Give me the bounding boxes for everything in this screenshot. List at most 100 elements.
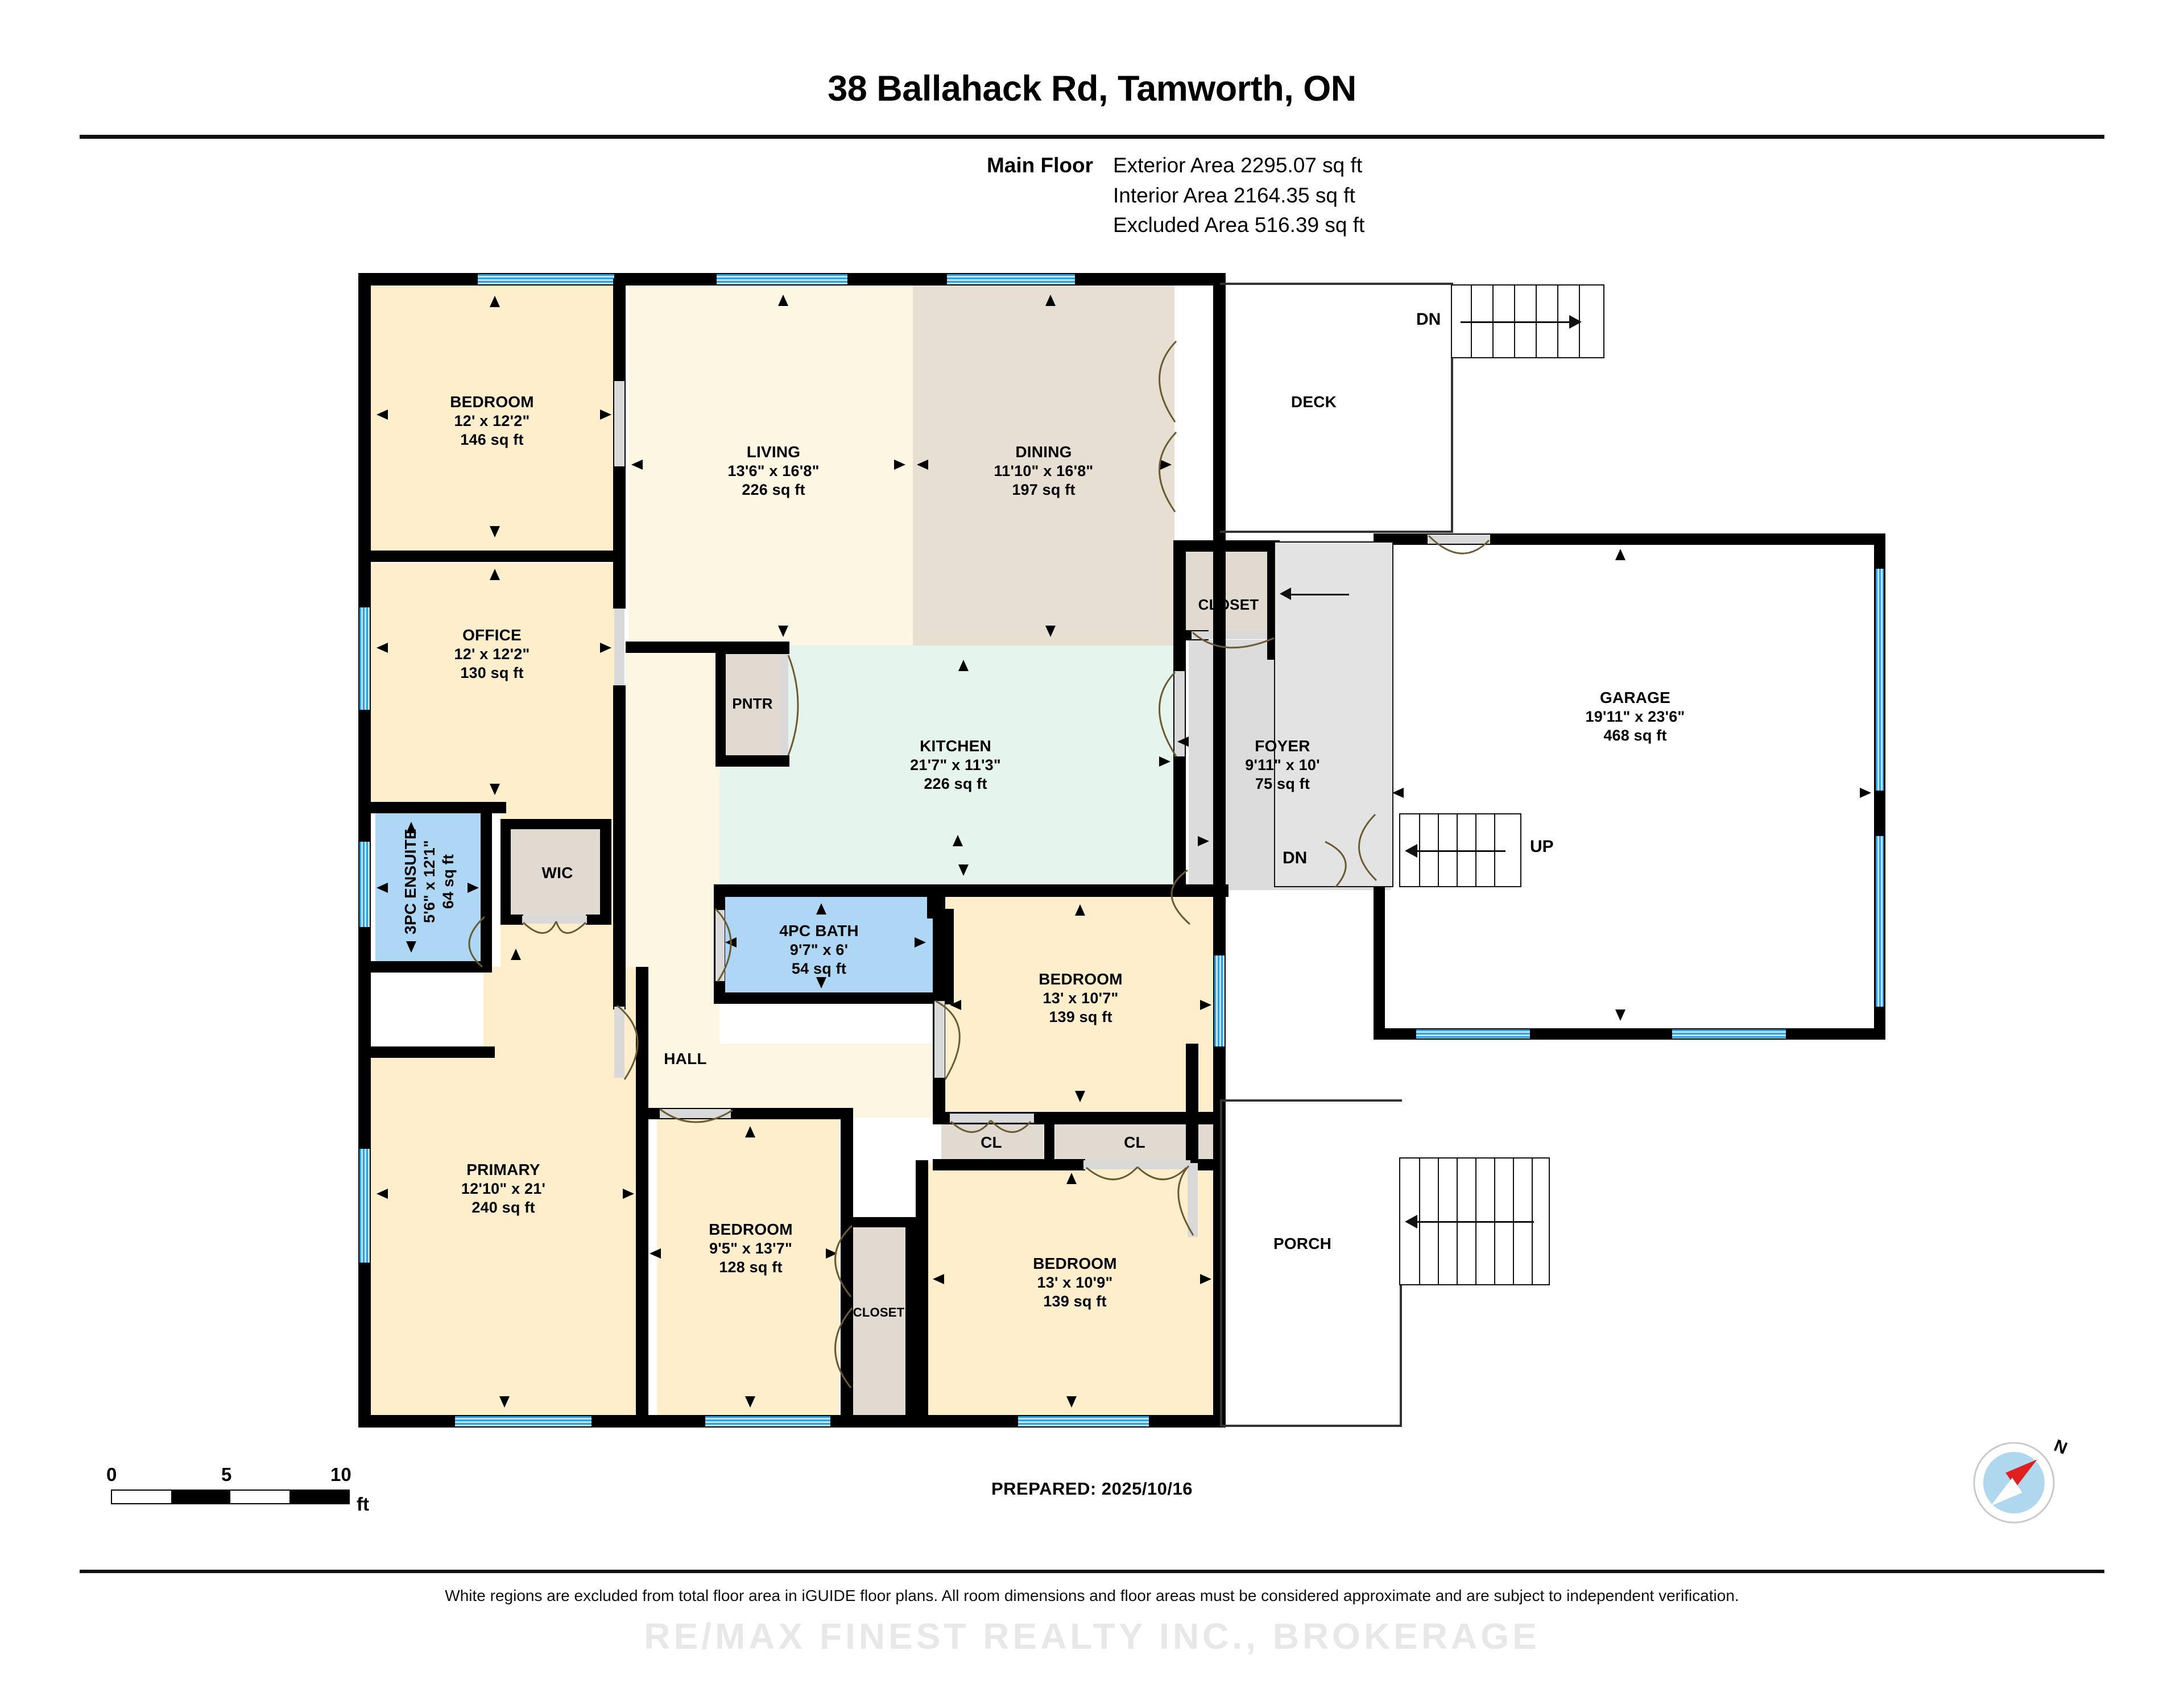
room-fill-wic bbox=[509, 828, 600, 919]
label-closet-small: CLOSET bbox=[853, 1305, 905, 1319]
label-wic: WIC bbox=[541, 864, 573, 882]
label-porch: PORCH bbox=[1273, 1235, 1332, 1252]
room-fill-bath-b bbox=[719, 913, 953, 998]
stairs-foyer-dn bbox=[1274, 541, 1393, 887]
dim-arrow-kitchen-right bbox=[1159, 756, 1170, 767]
porch-edge-top bbox=[1220, 1099, 1402, 1102]
door-opening-closet-foyer bbox=[1192, 631, 1274, 639]
wall-closet-foyer-top bbox=[1180, 540, 1280, 552]
dim-arrow-bath-down bbox=[816, 977, 826, 988]
dim-arrow-bedroom-s-up bbox=[745, 1126, 755, 1137]
wall-hall-right bbox=[1186, 1044, 1198, 1160]
window-bottom-3 bbox=[1018, 1416, 1149, 1426]
scale-tick-10: 10 bbox=[330, 1464, 351, 1485]
header-divider bbox=[80, 135, 2104, 139]
room-fill-pantry bbox=[722, 654, 782, 756]
dim-arrow-living-left bbox=[631, 460, 643, 470]
stairs-label-deck-dn: DN bbox=[1416, 310, 1441, 329]
scale-bar-graphic bbox=[111, 1490, 350, 1504]
label-hall: HALL bbox=[664, 1050, 707, 1068]
scale-unit-label: ft bbox=[357, 1493, 369, 1515]
wall-wic-top bbox=[500, 819, 611, 829]
room-fill-closet-foyer bbox=[1186, 552, 1271, 634]
dim-arrow-ensuite-down bbox=[406, 941, 416, 953]
wall-primary-top-l bbox=[364, 1046, 495, 1058]
door-opening-office-living bbox=[614, 609, 624, 688]
dim-arrow-wic-up bbox=[511, 949, 521, 960]
dim-arrow-bedroom-e-left bbox=[950, 1000, 961, 1010]
exterior-area-value: Exterior Area 2295.07 sq ft bbox=[1113, 154, 1363, 177]
wall-bedroom-se-left bbox=[916, 1160, 928, 1428]
wall-living-hall bbox=[626, 642, 719, 653]
window-bottom-2 bbox=[705, 1416, 830, 1426]
wall-cl-right-bottom-b bbox=[1189, 1159, 1226, 1170]
wall-wic-left bbox=[500, 819, 511, 921]
deck-edge-bottom bbox=[1220, 531, 1453, 533]
dim-arrow-office-right bbox=[600, 643, 611, 653]
label-kitchen: KITCHEN 21'7" x 11'3" 226 sq ft bbox=[910, 737, 1001, 793]
door-opening-bedroom-s bbox=[660, 1109, 731, 1118]
dim-arrow-bath-left bbox=[725, 937, 737, 948]
window-top-3 bbox=[947, 274, 1075, 284]
room-fill-closet-small bbox=[850, 1223, 907, 1422]
door-opening-kitchen-foyer bbox=[1174, 671, 1185, 756]
dim-arrow-living-down bbox=[778, 626, 788, 637]
wall-office-ensuite bbox=[364, 802, 506, 813]
dim-arrow-kitchen-down bbox=[958, 864, 969, 876]
wall-pantry-bottom bbox=[715, 755, 789, 767]
stairs-garage-up bbox=[1399, 813, 1521, 887]
label-bath4pc: 4PC BATH 9'7" x 6' 54 sq ft bbox=[779, 922, 859, 978]
deck-edge-right-upper bbox=[1451, 283, 1453, 533]
label-bedroom-e: BEDROOM 13' x 10'7" 139 sq ft bbox=[1039, 970, 1123, 1026]
label-office: OFFICE 12' x 12'2" 130 sq ft bbox=[454, 626, 530, 682]
stairs-porch bbox=[1399, 1157, 1550, 1285]
door-opening-bedroom-living bbox=[614, 381, 624, 466]
wall-office-hall-v bbox=[613, 685, 626, 816]
wall-bedroom-s-right bbox=[841, 1108, 853, 1426]
door-opening-cl-right bbox=[1083, 1160, 1190, 1169]
dim-arrow-dining-up bbox=[1045, 295, 1056, 306]
label-deck: DECK bbox=[1290, 393, 1337, 411]
wall-bedroom-office bbox=[364, 551, 620, 562]
window-garage-right-1 bbox=[1876, 569, 1884, 791]
window-top-1 bbox=[478, 274, 614, 284]
footer-divider bbox=[80, 1570, 2104, 1573]
porch-edge-bottom bbox=[1220, 1425, 1402, 1427]
dim-arrow-garage-left bbox=[1392, 788, 1404, 798]
wall-wic-bottom-r bbox=[586, 915, 611, 925]
dim-arrow-bath-up bbox=[816, 903, 826, 915]
brokerage-watermark: RE/MAX FINEST REALTY INC., BROKERAGE bbox=[644, 1616, 1540, 1657]
door-opening-bath bbox=[715, 910, 725, 981]
dim-arrow-bedroom-s-right bbox=[826, 1248, 837, 1259]
wall-foyer-right bbox=[1213, 540, 1226, 893]
dim-arrow-garage-right bbox=[1860, 788, 1871, 798]
wall-closet-small-right bbox=[905, 1217, 917, 1428]
dim-arrow-bedroom-e-right bbox=[1200, 1000, 1211, 1010]
interior-area-row: Interior Area 2164.35 sq ft bbox=[987, 181, 1364, 211]
dim-arrow-kitchen-bot-up bbox=[953, 835, 963, 846]
label-ensuite: 3PC ENSUITE 5'6" x 12'1" 64 sq ft bbox=[401, 829, 457, 934]
wall-kitchen-bath bbox=[714, 884, 953, 897]
door-opening-bedroom-e bbox=[934, 1001, 945, 1078]
window-bottom-1 bbox=[455, 1416, 592, 1426]
dim-arrow-dining-down bbox=[1045, 626, 1056, 637]
dim-arrow-foyer-right bbox=[1198, 836, 1209, 846]
deck-edge-top bbox=[1220, 283, 1453, 285]
room-fill-living bbox=[628, 279, 913, 665]
wall-wic-right bbox=[600, 819, 611, 921]
dim-arrow-bedroom-se-left bbox=[933, 1274, 944, 1284]
dim-arrow-ensuite-up bbox=[406, 822, 416, 833]
interior-area-value: Interior Area 2164.35 sq ft bbox=[1113, 183, 1355, 207]
wall-cl-left-bottom bbox=[933, 1159, 1052, 1170]
dim-arrow-bedroom-nw-right bbox=[600, 409, 611, 420]
dim-arrow-bedroom-se-up bbox=[1066, 1173, 1077, 1184]
dim-arrow-bedroom-s-left bbox=[650, 1248, 661, 1259]
dim-arrow-foyer-left bbox=[1177, 737, 1189, 747]
room-fill-dining bbox=[913, 279, 1174, 665]
dim-arrow-living-up bbox=[778, 295, 788, 306]
label-bedroom-nw: BEDROOM 12' x 12'2" 146 sq ft bbox=[450, 393, 534, 449]
wall-cl-divider bbox=[1044, 1122, 1054, 1166]
wall-pantry-top bbox=[715, 642, 789, 654]
